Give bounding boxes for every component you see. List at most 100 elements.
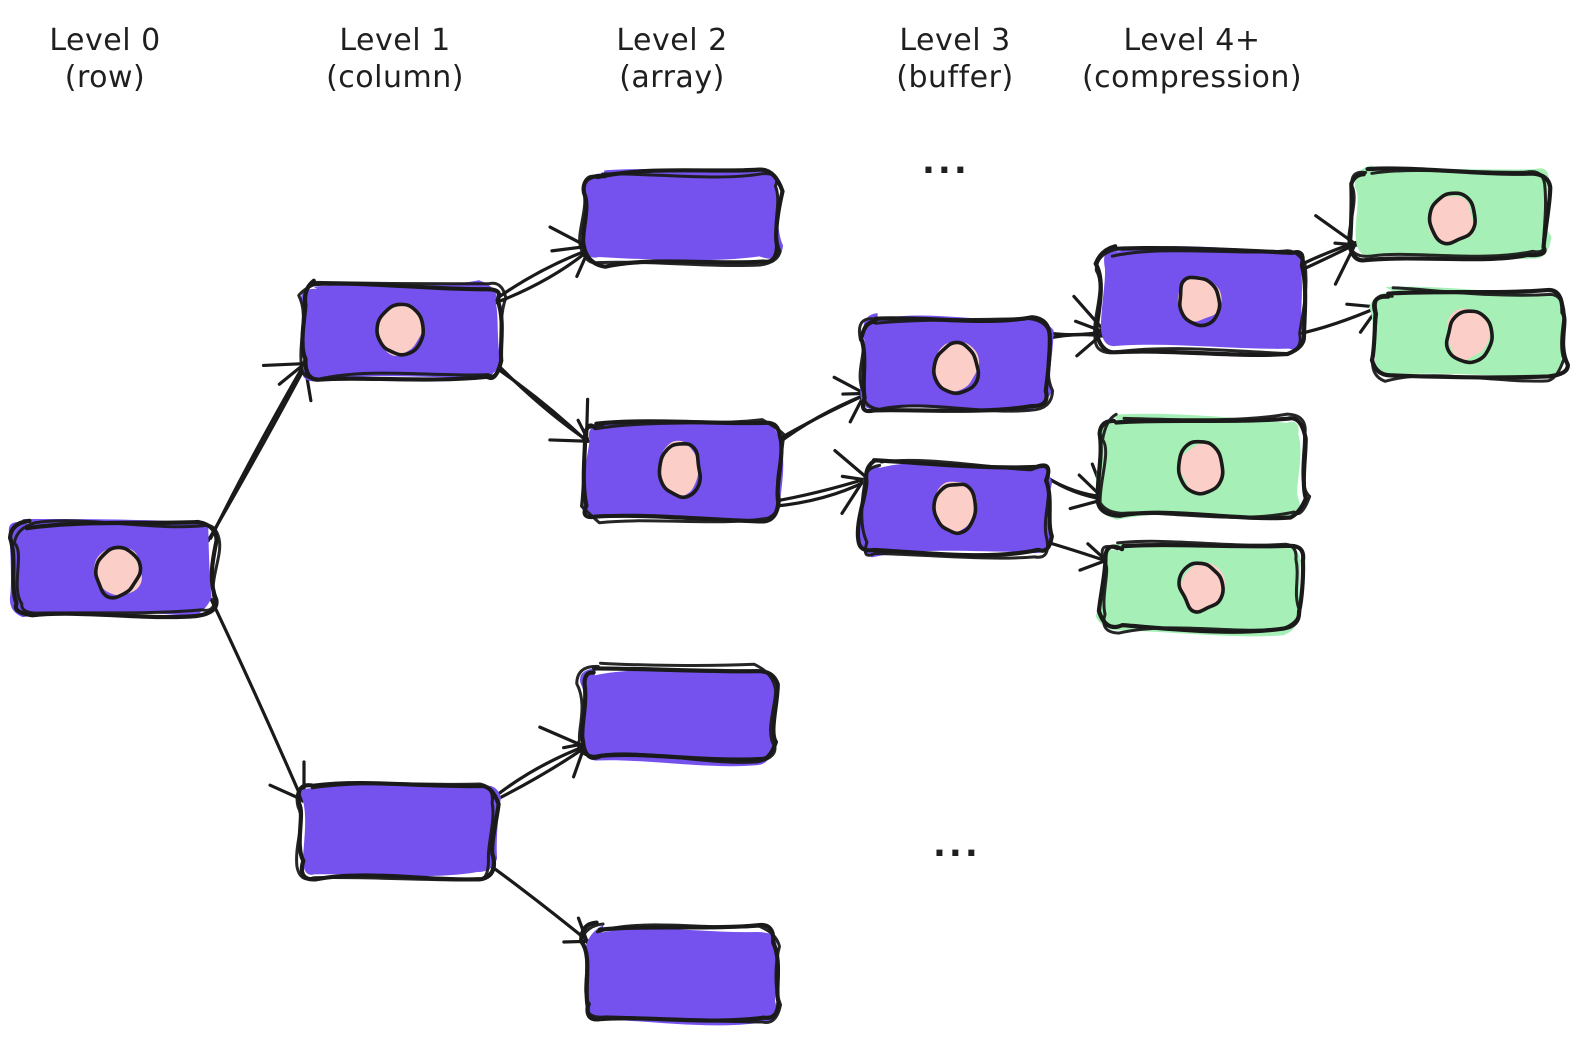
edge-line [1300, 243, 1356, 272]
node-dot-fill [1181, 562, 1226, 612]
node-dot-fill [659, 440, 699, 497]
edge-line [206, 361, 309, 543]
column-label-title: Level 1 [339, 23, 451, 58]
column-label-level2: Level 2(array) [532, 22, 812, 96]
node-compress-5[interactable] [1095, 539, 1306, 637]
column-label-subtitle: (array) [619, 60, 725, 95]
node-dot-outline [1178, 275, 1222, 328]
arrow-head-stroke [261, 361, 308, 368]
edge-line [491, 249, 590, 306]
node-outline-2 [297, 280, 508, 381]
node-outline-2 [579, 418, 786, 525]
edge-array-a2-to-buffer-1 [774, 375, 868, 446]
edge-column-b-to-array-b2 [486, 862, 591, 947]
column-label-title: Level 2 [616, 23, 728, 58]
arrow-head-stroke [1078, 558, 1110, 572]
node-dot-outline [1177, 561, 1225, 614]
node-fill [583, 169, 784, 261]
edge-column-a-to-array-a2 [491, 360, 590, 443]
node-outline-1 [7, 518, 219, 620]
node-dot-outline [932, 482, 978, 536]
column-label-level4: Level 4+(compression) [1052, 22, 1332, 96]
edge-line [489, 745, 587, 804]
node-compress-1[interactable] [1093, 244, 1308, 357]
edge-root-to-column-b [209, 597, 307, 803]
arrow-head-stroke [841, 391, 865, 396]
arrow-head-stroke [840, 474, 867, 482]
node-outline-2 [1347, 168, 1548, 258]
node-outline-2 [1098, 412, 1312, 519]
node-dot-outline [375, 302, 426, 357]
edge-compress-1-to-compress-3 [1295, 302, 1381, 336]
node-dot-outline [932, 340, 981, 396]
edge-line [491, 247, 593, 303]
node-fill [300, 782, 501, 877]
node-dot-outline [93, 545, 143, 600]
arrow-head-stroke [1074, 319, 1107, 334]
ellipsis-top: ... [922, 142, 970, 182]
node-outline-1 [580, 666, 780, 762]
node-outline-1 [859, 315, 1052, 414]
node-array-a2[interactable] [579, 418, 786, 525]
ellipsis-bottom: ... [933, 825, 981, 865]
edge-column-b-to-array-b1 [489, 725, 590, 804]
node-dot-outline [1444, 309, 1494, 365]
node-array-b1[interactable] [575, 661, 780, 767]
node-column-a[interactable] [297, 278, 508, 382]
node-row-root[interactable] [7, 518, 222, 620]
node-outline-2 [579, 922, 783, 1025]
edge-line [491, 364, 589, 443]
node-outline-2 [12, 519, 222, 615]
node-fill [579, 668, 776, 767]
node-array-a1[interactable] [578, 167, 785, 269]
node-dot-outline [1176, 439, 1225, 496]
column-label-subtitle: (buffer) [896, 60, 1014, 95]
node-dot-fill [377, 303, 424, 356]
column-label-subtitle: (row) [64, 60, 146, 95]
column-label-level3: Level 3(buffer) [815, 22, 1095, 96]
arrow-head-stroke [833, 449, 869, 480]
edge-line [775, 393, 866, 446]
node-outline-2 [1371, 286, 1566, 383]
node-outline-1 [581, 167, 785, 269]
node-dot-fill [1178, 443, 1224, 496]
edge-line [209, 597, 305, 803]
arrow-head-stroke [562, 939, 590, 944]
column-label-level0: Level 0(row) [0, 22, 245, 96]
node-dot-fill [1446, 308, 1490, 361]
node-outline-2 [575, 661, 778, 764]
edge-column-a-to-array-a1 [491, 225, 593, 306]
node-dot-fill [1428, 196, 1475, 244]
arrow-head-stroke [548, 438, 590, 443]
node-outline-2 [857, 316, 1055, 413]
arrow-head-stroke [1072, 294, 1108, 335]
column-label-level1: Level 1(column) [255, 22, 535, 96]
column-label-subtitle: (compression) [1081, 60, 1303, 95]
node-outline-2 [578, 172, 782, 268]
edge-line [770, 477, 868, 504]
node-column-b[interactable] [295, 780, 501, 882]
node-buffer-2[interactable] [855, 458, 1054, 560]
edge-compress-1-to-compress-2 [1297, 214, 1359, 286]
column-label-title: Level 0 [49, 23, 161, 58]
edge-line [772, 479, 868, 508]
node-outline-2 [860, 458, 1050, 560]
edge-buffer-2-to-compress-5 [1044, 540, 1110, 572]
node-fill [585, 925, 780, 1026]
node-dot-fill [934, 481, 978, 534]
node-outline-1 [1095, 416, 1308, 521]
edge-array-a2-to-buffer-2 [770, 449, 869, 515]
node-dot-fill [1177, 276, 1222, 322]
column-label-title: Level 3 [899, 23, 1011, 58]
node-dot-fill [94, 548, 142, 596]
column-label-subtitle: (column) [326, 60, 464, 95]
node-array-b2[interactable] [579, 920, 783, 1026]
node-compress-2[interactable] [1347, 165, 1553, 263]
node-compress-3[interactable] [1369, 286, 1570, 383]
column-label-title: Level 4+ [1123, 23, 1261, 58]
nodes-group [7, 165, 1570, 1026]
node-compress-4[interactable] [1095, 412, 1312, 521]
node-buffer-1[interactable] [857, 313, 1055, 414]
